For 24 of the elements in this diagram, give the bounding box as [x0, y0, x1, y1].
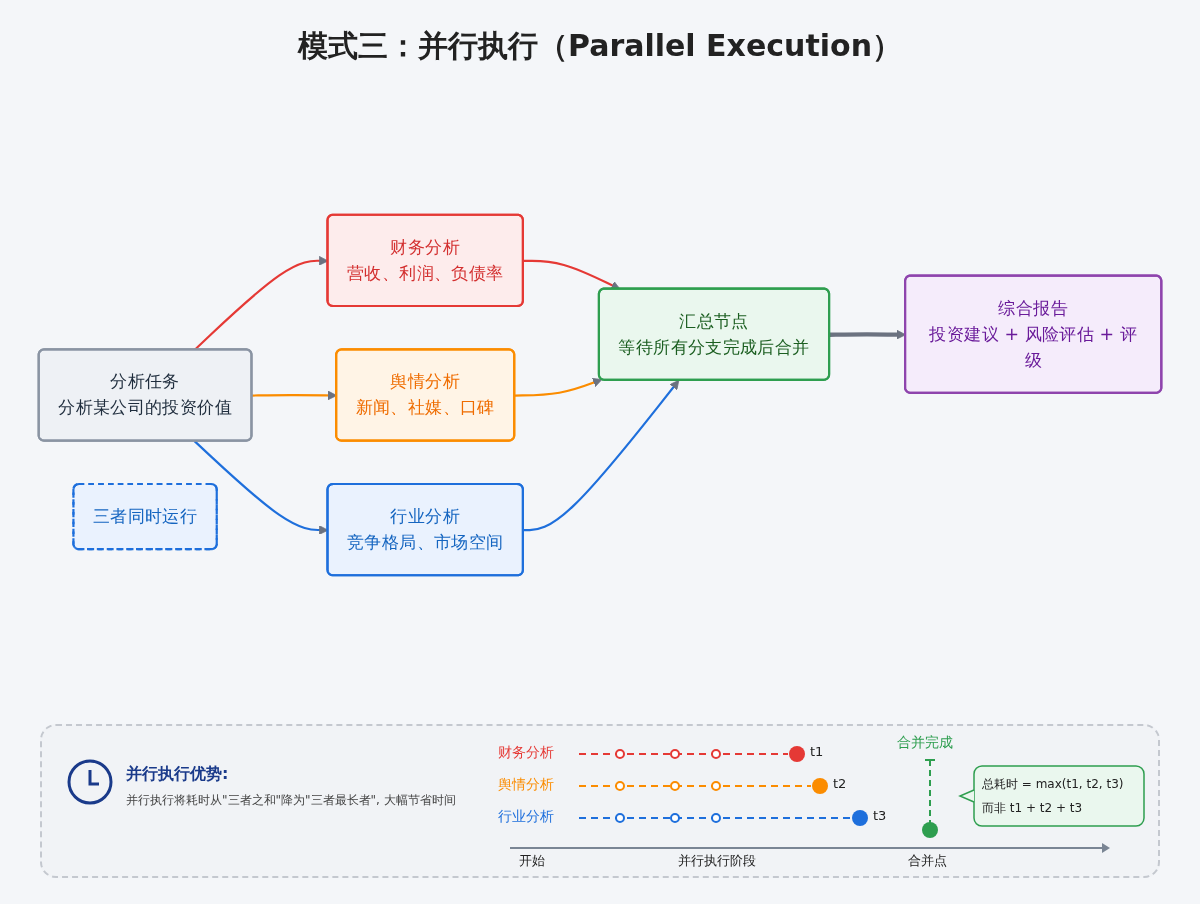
time-label: t1	[810, 744, 824, 759]
process-box: 分析任务 分析某公司的投资价值	[37, 348, 253, 442]
time-label: t3	[873, 808, 887, 823]
process-box: 财务分析 营收、利润、负债率	[326, 213, 524, 308]
note-box: 三者同时运行	[72, 482, 218, 551]
process-box: 汇总节点 等待所有分支完成后合并	[597, 287, 831, 381]
process-box: 综合报告 投资建议 + 风险评估 + 评级	[904, 274, 1163, 394]
diagram-title: 模式三：并行执行（Parallel Execution）	[296, 27, 903, 65]
track-label: 财务分析	[498, 744, 554, 762]
arrow	[523, 379, 680, 532]
arrow	[514, 378, 603, 397]
panel-description: 并行执行将耗时从"三者之和"降为"三者最长者", 大幅节省时间	[126, 792, 456, 809]
time-label: t2	[833, 776, 847, 791]
formula-text: 总耗时 = max(t1, t2, t3)	[982, 776, 1124, 793]
track-label: 舆情分析	[498, 776, 554, 794]
merge-label: 合并完成	[897, 734, 953, 752]
process-box: 舆情分析 新闻、社媒、口碑	[335, 348, 516, 442]
panel-heading: 并行执行优势:	[126, 764, 229, 785]
formula-text: 而非 t1 + t2 + t3	[982, 800, 1083, 817]
axis-label: 开始	[519, 852, 545, 870]
track-label: 行业分析	[498, 808, 554, 826]
axis-label: 并行执行阶段	[678, 852, 756, 870]
axis-label: 合并点	[908, 852, 947, 870]
process-box: 行业分析 竞争格局、市场空间	[326, 482, 524, 577]
